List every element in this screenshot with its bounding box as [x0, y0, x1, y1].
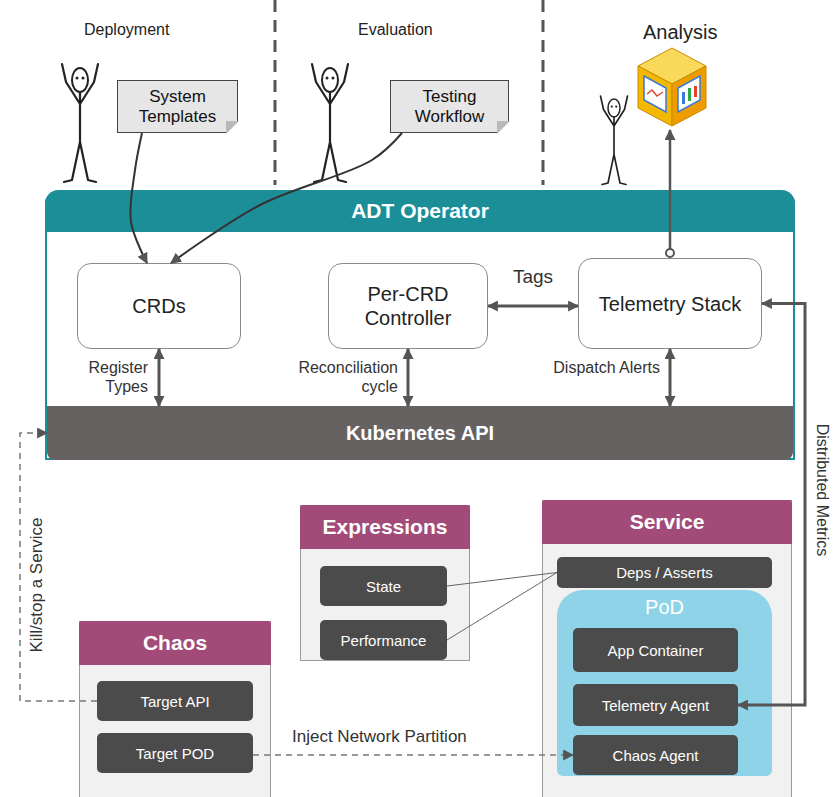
header-band: Chaos [79, 621, 271, 665]
panel-box: ServiceDeps / AssertsPoD App ContainerTel… [542, 500, 792, 797]
analysis-link [669, 130, 672, 251]
node-text: Kubernetes API [346, 422, 494, 445]
section-title: Evaluation [358, 20, 433, 39]
node-text: Telemetry Stack [599, 292, 741, 316]
header-band: Service [542, 500, 792, 544]
api-bar: Kubernetes API [47, 406, 793, 460]
edge-label: Tags [498, 266, 568, 289]
stick-figure [601, 96, 628, 185]
edge-label: Register Types [52, 358, 148, 396]
node-text: Service [630, 510, 705, 534]
connector [171, 133, 402, 263]
node-text: ADT Operator [351, 199, 489, 223]
node-text: PoD [645, 596, 684, 619]
note-card: Testing Workflow [390, 80, 509, 133]
note-card: System Templates [117, 80, 238, 133]
node-text: Telemetry Agent [602, 697, 710, 714]
node-text: Target API [140, 693, 209, 710]
node-text: Chaos Agent [613, 747, 699, 764]
pod-box: PoD App ContainerTelemetry AgentChaos Age… [557, 590, 772, 776]
operator-frame: ADT OperatorCRDs Per-CRD Controller Teleme… [45, 190, 795, 460]
item-box: Target API [97, 681, 253, 721]
connector [20, 433, 97, 701]
item-box: State [320, 566, 447, 606]
link-dot [666, 249, 674, 257]
header-band: ADT Operator [45, 190, 795, 232]
section-divider [542, 0, 545, 185]
connector [158, 349, 161, 406]
item-box: Telemetry Agent [573, 684, 738, 726]
node-text: Target POD [136, 745, 214, 762]
connector [447, 573, 557, 587]
node-text: Deps / Asserts [616, 564, 713, 581]
stick-figure [62, 64, 98, 182]
node-text: Performance [341, 632, 427, 649]
connector [447, 573, 557, 641]
node-text: System Templates [124, 87, 231, 126]
node-text: Per-CRD Controller [337, 282, 479, 330]
item-box: Target POD [97, 733, 253, 773]
edge-label: Dispatch Alerts [552, 358, 660, 377]
header-band: Expressions [300, 505, 470, 549]
edge-label: Kill/stop a Service [27, 515, 47, 654]
component-box: Telemetry Stack [578, 258, 762, 349]
connector [669, 349, 672, 406]
item-box: Deps / Asserts [557, 557, 772, 588]
edge-label: Distributed Metrics [812, 422, 831, 558]
connector [407, 349, 410, 406]
section-title: Deployment [84, 20, 169, 39]
component-box: Per-CRD Controller [328, 263, 488, 349]
node-text: Chaos [143, 631, 207, 655]
edge-label: Inject Network Partition [292, 727, 537, 747]
analysis-cube [638, 48, 706, 126]
item-box: Performance [320, 620, 447, 660]
node-text: Expressions [323, 515, 448, 539]
node-text: CRDs [132, 294, 185, 318]
connector [738, 304, 805, 706]
edge-label: Reconciliation cycle [288, 358, 398, 396]
section-title: Analysis [643, 20, 717, 44]
item-box: App Container [573, 628, 738, 672]
panel-box: ExpressionsStatePerformance [300, 505, 470, 661]
connector [488, 305, 578, 308]
item-box: Chaos Agent [573, 735, 738, 775]
section-divider [274, 0, 277, 185]
stick-figure [312, 64, 348, 182]
node-text: State [366, 578, 401, 595]
node-text: Testing Workflow [397, 87, 502, 126]
connector [253, 754, 573, 756]
node-text: App Container [608, 642, 704, 659]
connector [130, 133, 147, 263]
panel-box: ChaosTarget API Target POD [79, 621, 271, 797]
component-box: CRDs [77, 263, 241, 349]
